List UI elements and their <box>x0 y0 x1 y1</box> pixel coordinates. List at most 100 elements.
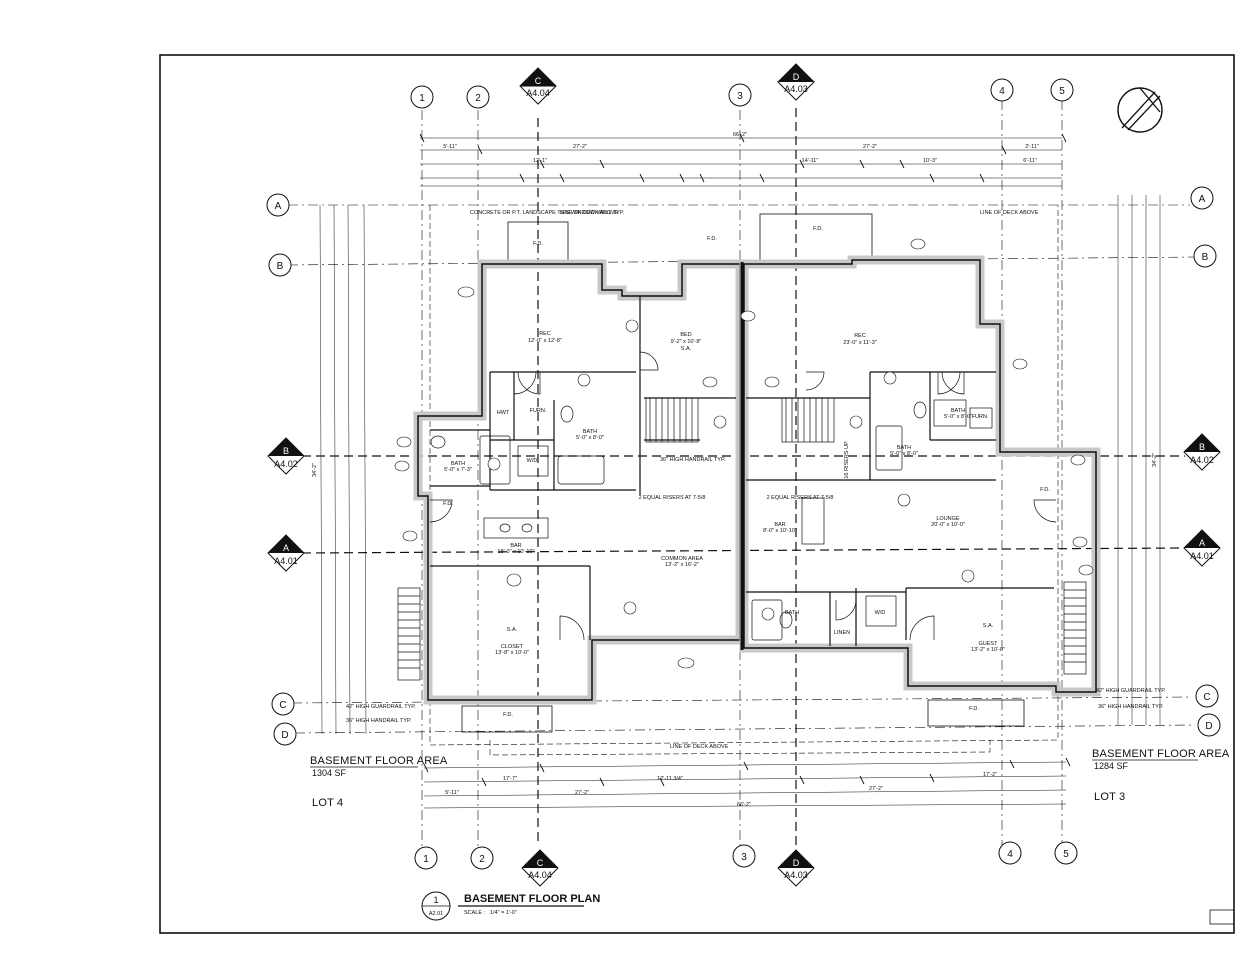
grid-bubble-B-right: B <box>1193 244 1217 268</box>
plumbing-fixtures <box>430 399 993 641</box>
fd-label: F.D. <box>969 706 979 712</box>
grid-bubble-D-left: D <box>273 722 297 746</box>
room-bath3-right-name: BATH <box>785 610 799 616</box>
stair-treads <box>397 397 1087 681</box>
grid-label: 2 <box>479 854 485 865</box>
cut-ref: A4.01 <box>274 556 298 566</box>
grid-label: 4 <box>999 86 1005 97</box>
grid-bubble-4-bottom: 4 <box>998 841 1022 865</box>
dim-top-d: 10'-3" <box>923 158 937 164</box>
grid-bubble-1-top: 1 <box>410 85 434 109</box>
grid-bubble-1-bottom: 1 <box>414 846 438 870</box>
stair-note-right: 2 EQUAL RISERS AT 7-5/8 <box>767 495 834 501</box>
grid-bubble-D-right: D <box>1197 713 1221 737</box>
room-rec-left-size: 12'-0" x 12'-8" <box>528 338 562 344</box>
room-guest-name: GUEST <box>979 641 999 647</box>
room-bath2-right-name: BATH <box>897 445 911 451</box>
handrail-note-right: 36" HIGH HANDRAIL TYP. <box>1098 704 1164 710</box>
grid-bubble-C-left: C <box>271 692 295 716</box>
door-swings <box>429 351 1057 641</box>
grid-label: D <box>1205 721 1212 732</box>
sheet-border <box>159 54 1235 934</box>
room-closet-left-size: 13'-8" x 10'-0" <box>495 650 529 656</box>
cut-ref: A4.04 <box>526 88 550 98</box>
grid-label: 3 <box>737 91 743 102</box>
furn-left: FURN. <box>530 408 547 414</box>
grid-label: A <box>275 201 282 212</box>
section-marker-a-right: A A4.01 <box>1183 529 1221 567</box>
dim-bot-b: 12'-11 3/4" <box>657 776 683 782</box>
cut-ref: A4.02 <box>1190 455 1214 465</box>
grid-bubble-A-left: A <box>266 193 290 217</box>
section-marker-c-top: C A4.04 <box>519 67 557 105</box>
room-common-size: 13'-2" x 16'-2" <box>665 562 699 568</box>
room-bath-left-size: 5'-0" x 8'-0" <box>576 435 604 441</box>
section-marker-d-bottom: D A4.03 <box>777 849 815 887</box>
fd-label: F.D. <box>707 236 717 242</box>
deck-above-outline <box>429 205 1059 756</box>
grid-label: A <box>1199 194 1206 205</box>
grid-bubble-5-top: 5 <box>1050 78 1074 102</box>
grid-bubble-2-top: 2 <box>466 85 490 109</box>
grid-label: 1 <box>419 93 425 104</box>
cut-letter: B <box>283 446 289 456</box>
grid-label: 5 <box>1063 849 1069 860</box>
north-arrow-icon <box>1117 87 1163 133</box>
room-bath2-right-size: 5'-0" x 8'-0" <box>890 451 918 457</box>
deck-above-note-left: LINE OF DECK ABOVE <box>560 210 619 216</box>
concrete-note: CONCRETE OR P.T. LANDSCAPE TIES WINDOW W… <box>470 210 625 216</box>
title-name: BASEMENT FLOOR PLAN <box>464 893 600 905</box>
left-area-value: 1304 SF <box>312 768 347 778</box>
room-closet-left-name: CLOSET <box>501 644 524 650</box>
risers-up-note: 16 RISERS UP <box>844 441 850 479</box>
section-marker-a-left: A A4.01 <box>267 534 305 572</box>
wd-right: W/D <box>875 610 886 616</box>
grid-bubble-3-top: 3 <box>728 83 752 107</box>
deck-above-note-bottom: LINE OF DECK ABOVE <box>670 744 729 750</box>
dim-bot-c: 17'-2" <box>983 772 997 778</box>
dim-bot-left: 27'-2" <box>575 790 589 796</box>
right-area-label: BASEMENT FLOOR AREA <box>1092 748 1230 760</box>
dim-top-f: 12'-1" <box>533 158 547 164</box>
grid-bubble-3-bottom: 3 <box>732 844 756 868</box>
guardrail-note-right: 42" HIGH GUARDRAIL TYP. <box>1096 688 1166 694</box>
room-bar-left-size: 18'-0" x 10'-10" <box>498 549 535 555</box>
dim-top-e: 6'-11" <box>1023 158 1037 164</box>
title-number: 1 <box>433 895 438 905</box>
linen-right: LINEN <box>834 630 850 636</box>
room-bed-left-size: 9'-2" x 10'-8" <box>671 339 702 345</box>
room-rec-right-name: REC <box>854 333 866 339</box>
room-bar-right-name: BAR <box>774 522 785 528</box>
grid-bubble-C-right: C <box>1195 684 1219 708</box>
section-marker-b-left: B A4.02 <box>267 437 305 475</box>
grid-bubble-4-top: 4 <box>990 78 1014 102</box>
fd-label: F.D. <box>813 226 823 232</box>
grid-bubble-5-bottom: 5 <box>1054 841 1078 865</box>
grid-label: 3 <box>741 852 747 863</box>
handrail-note-left: 36" HIGH HANDRAIL TYP. <box>346 718 412 724</box>
cut-ref: A4.03 <box>784 84 808 94</box>
room-lounge-size: 20'-0" x 10'-0" <box>931 522 965 528</box>
dim-top-c: 14'-11" <box>802 158 819 164</box>
dim-overall-top: 66'-2" <box>733 132 747 138</box>
dim-bot-overall: 66'-2" <box>737 802 751 808</box>
cut-letter: A <box>283 543 289 553</box>
wd-left: W/D <box>527 458 538 464</box>
title-scale: 1/4" = 1'-0" <box>490 910 517 916</box>
cut-letter: C <box>535 76 542 86</box>
title-sheet-ref: A2.01 <box>429 911 443 917</box>
grid-label: B <box>1202 252 1209 263</box>
section-marker-b-right: B A4.02 <box>1183 433 1221 471</box>
grid-bubble-B-left: B <box>268 253 292 277</box>
room-lounge-name: LOUNGE <box>936 516 960 522</box>
right-lot-label: LOT 3 <box>1094 791 1125 803</box>
room-rec-right-size: 23'-0" x 11'-3" <box>843 340 876 346</box>
room-guest-size: 13'-2" x 10'-0" <box>971 647 1005 653</box>
cut-ref: A4.04 <box>528 870 552 880</box>
sa-label: S.A. <box>507 627 518 633</box>
grid-label: 5 <box>1059 86 1065 97</box>
dim-right-overall: 34'-2" <box>1152 453 1158 467</box>
left-area-label: BASEMENT FLOOR AREA <box>310 755 448 767</box>
dim-top-b: 2'-11" <box>1025 144 1039 150</box>
